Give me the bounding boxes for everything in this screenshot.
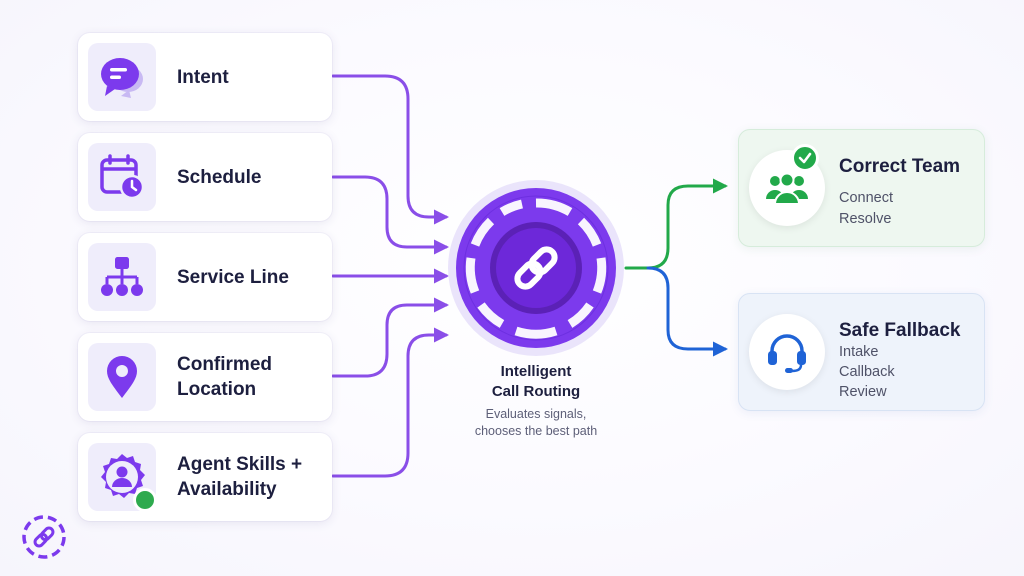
connector-correct-team bbox=[624, 178, 728, 270]
headset-icon-circle bbox=[749, 314, 825, 390]
headset-icon bbox=[768, 334, 806, 373]
connector-agent bbox=[331, 327, 449, 478]
output-card-safe-fallback: Safe Fallback Intake Callback Review bbox=[738, 293, 985, 411]
calendar-clock-icon bbox=[100, 154, 145, 200]
input-label: Schedule bbox=[177, 166, 262, 188]
check-icon bbox=[791, 144, 819, 172]
output-line: Review bbox=[839, 384, 887, 400]
chat-bubble-icon bbox=[101, 58, 143, 98]
output-line: Resolve bbox=[839, 211, 892, 227]
link-logo-icon bbox=[22, 515, 66, 559]
input-card-location: Confirmed Location bbox=[78, 333, 332, 421]
input-card-agent: Agent Skills + Availability bbox=[78, 433, 332, 521]
icon-tile bbox=[88, 343, 156, 411]
icon-tile bbox=[88, 443, 157, 512]
output-line: Connect bbox=[839, 190, 894, 206]
connector-schedule bbox=[331, 175, 449, 255]
availability-status-dot bbox=[133, 488, 157, 512]
input-label: Agent Skills + Availability bbox=[177, 454, 303, 500]
connector-location bbox=[331, 297, 449, 378]
icon-tile bbox=[88, 143, 156, 211]
routing-hub bbox=[448, 180, 624, 356]
connector-safe-fallback bbox=[646, 266, 728, 357]
input-label: Intent bbox=[177, 66, 229, 88]
hub-subtitle: Evaluates signals, chooses the best path bbox=[474, 407, 598, 438]
input-card-service-line: Service Line bbox=[78, 233, 332, 321]
icon-tile bbox=[88, 43, 156, 111]
output-card-correct-team: Correct Team Connect Resolve bbox=[738, 129, 985, 247]
location-pin-icon bbox=[107, 356, 137, 398]
output-title: Correct Team bbox=[839, 156, 961, 177]
icon-tile bbox=[88, 243, 156, 311]
connector-intent bbox=[331, 74, 449, 225]
output-line: Intake bbox=[839, 344, 879, 360]
output-line: Callback bbox=[839, 364, 895, 380]
input-card-schedule: Schedule bbox=[78, 133, 332, 221]
input-label: Service Line bbox=[177, 266, 289, 288]
team-icon bbox=[766, 172, 808, 205]
agent-badge-icon bbox=[101, 454, 145, 498]
input-label: Confirmed Location bbox=[177, 354, 272, 400]
hierarchy-icon bbox=[101, 257, 143, 296]
hub-title: Intelligent Call Routing bbox=[491, 363, 581, 400]
output-title: Safe Fallback bbox=[839, 320, 961, 341]
input-card-intent: Intent bbox=[78, 33, 332, 121]
link-icon bbox=[514, 246, 558, 290]
